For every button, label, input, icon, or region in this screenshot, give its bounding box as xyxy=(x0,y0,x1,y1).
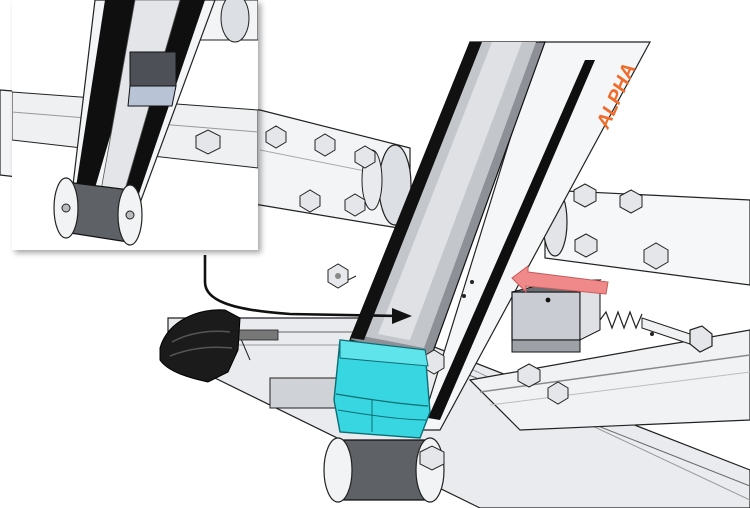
right-tube xyxy=(542,183,750,286)
tube-bolts xyxy=(265,125,376,217)
tension-spring xyxy=(599,310,643,330)
diagonal-beam: ALPHA xyxy=(349,41,652,431)
right-tube-bolts xyxy=(573,183,669,270)
curved-arrow-icon xyxy=(203,255,412,324)
pointer-arrow-icon xyxy=(511,265,609,295)
right-cross-rail xyxy=(468,329,750,431)
loose-nut xyxy=(327,263,357,289)
bottom-roller xyxy=(323,349,445,503)
end-cap xyxy=(333,339,431,439)
detail-inset xyxy=(12,0,258,250)
rail-bolts xyxy=(517,363,569,405)
main-view: ALPHA xyxy=(0,41,750,508)
rubber-foot xyxy=(159,309,241,383)
tension-bolt xyxy=(641,317,713,353)
